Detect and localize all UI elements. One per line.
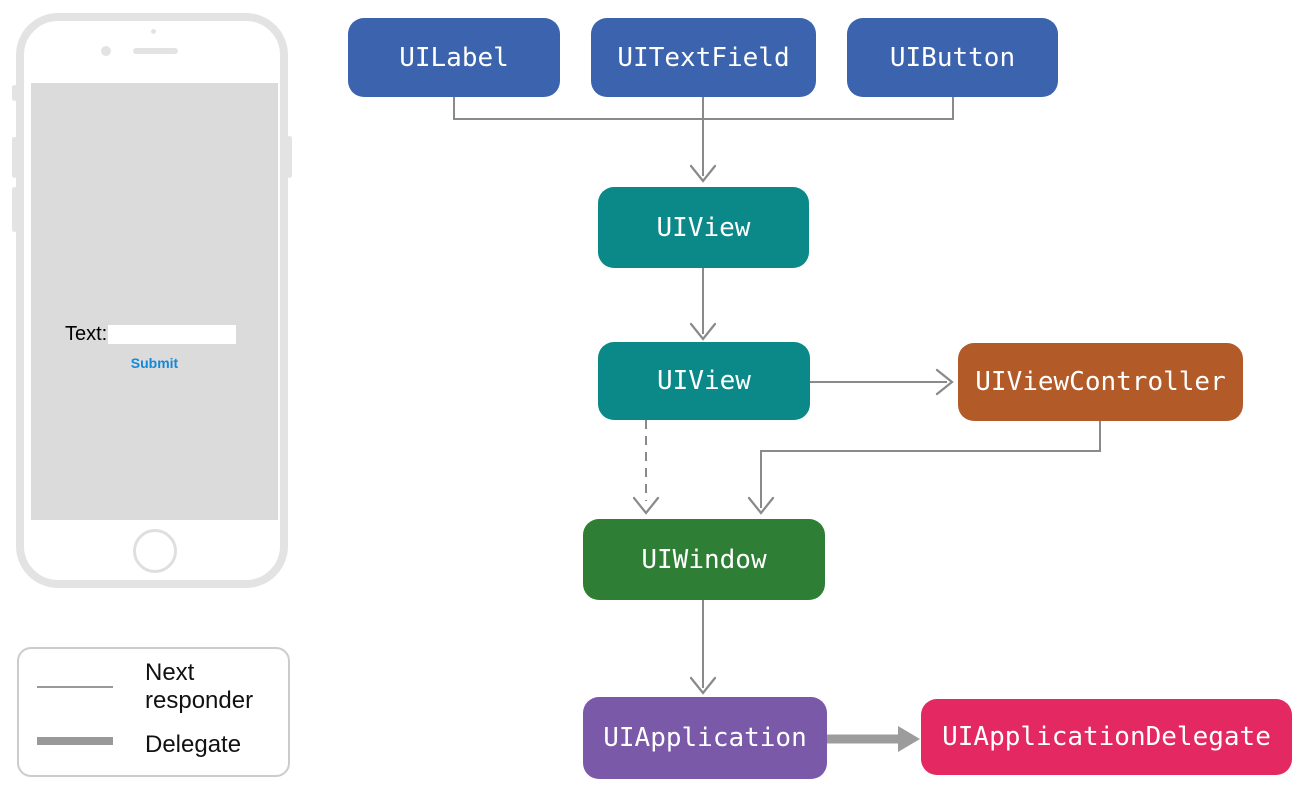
text-field-label: Text: [65, 323, 108, 345]
text-input[interactable] [108, 325, 237, 344]
arrowhead-uiview-to-uiviewcontroller [935, 368, 954, 396]
submit-button[interactable]: Submit [130, 355, 179, 371]
submit-row: Submit [31, 355, 278, 373]
node-uiapplicationdelegate: UIApplicationDelegate [921, 699, 1292, 775]
node-uiapplication: UIApplication [583, 697, 827, 779]
volume-down-button [12, 187, 17, 232]
phone-mockup: Text: Submit [16, 13, 288, 588]
node-uiwindow: UIWindow [583, 519, 825, 600]
camera-icon [101, 46, 111, 56]
mute-switch [12, 85, 17, 101]
volume-up-button [12, 137, 17, 178]
arrowhead-controls-to-uiview [689, 164, 717, 183]
node-uiview-root: UIView [598, 342, 810, 420]
next-responder-line-swatch [37, 686, 113, 688]
power-button [287, 136, 292, 178]
node-uiviewcontroller: UIViewController [958, 343, 1243, 421]
text-field-row: Text: [65, 323, 237, 346]
home-button[interactable] [133, 529, 177, 573]
edge-uiviewcontroller-to-uiwindow [760, 421, 1101, 508]
node-uitextfield: UITextField [591, 18, 816, 97]
phone-screen: Text: Submit [31, 83, 278, 520]
legend: Next responder Delegate [17, 647, 290, 777]
proximity-sensor-dot [151, 29, 156, 34]
speaker-slot [133, 48, 178, 54]
arrowhead-uiapplication-to-delegate [898, 726, 920, 752]
arrowhead-uiviewcontroller-to-uiwindow [747, 496, 775, 515]
node-uibutton: UIButton [847, 18, 1058, 97]
arrowhead-uiwindow-to-uiapplication [689, 676, 717, 695]
legend-label-next-responder: Next responder [145, 659, 254, 714]
legend-label-delegate: Delegate [145, 731, 242, 758]
delegate-line-swatch [37, 737, 113, 745]
arrowhead-uiview-to-uiview [689, 322, 717, 341]
edge-controls-to-uiview [453, 97, 954, 176]
node-uiview-top: UIView [598, 187, 809, 268]
arrowhead-uiview-to-uiwindow [632, 496, 660, 515]
node-uilabel: UILabel [348, 18, 560, 97]
